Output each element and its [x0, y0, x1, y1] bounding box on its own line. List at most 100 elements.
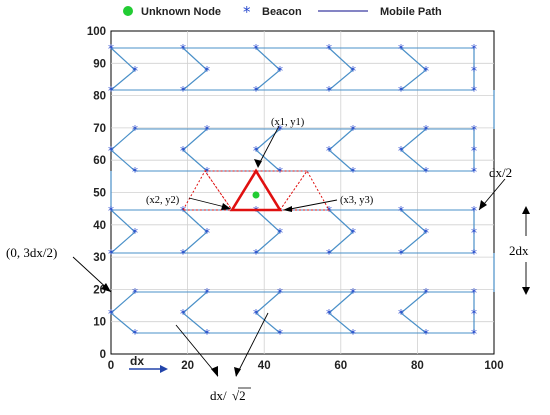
x-tick-label: 60: [334, 360, 347, 372]
beacon-marker: *: [423, 165, 429, 179]
beacon-marker: *: [471, 226, 477, 240]
y-tick-label: 90: [93, 58, 106, 70]
beacon-marker: *: [204, 123, 210, 137]
beacon-marker: *: [398, 84, 404, 98]
x-tick-label: 20: [181, 360, 194, 372]
beacon-marker: *: [132, 286, 138, 300]
beacon-marker: *: [471, 123, 477, 137]
dx-label: dx: [130, 354, 144, 368]
beacon-marker: *: [132, 226, 138, 240]
mobile-path-chevron: [255, 209, 281, 254]
beacon-marker: *: [350, 64, 356, 78]
svg-text:dx/: dx/: [210, 388, 227, 403]
beacon-marker: *: [471, 165, 477, 179]
point-1-label: (x1, y1): [271, 117, 305, 128]
legend-beacon: Beacon: [262, 6, 302, 18]
beacon-marker: *: [204, 327, 210, 341]
beacon-marker: *: [326, 247, 332, 261]
y-tick-label: 0: [100, 349, 106, 361]
y-tick-label: 30: [93, 252, 106, 264]
beacon-marker: *: [204, 286, 210, 300]
beacon-marker: *: [132, 64, 138, 78]
mobile-path-chevron: [255, 128, 281, 172]
point-3-label: (x3, y3): [340, 195, 374, 206]
beacon-marker: *: [471, 327, 477, 341]
beacon-marker: *: [108, 84, 114, 98]
beacon-marker: *: [132, 123, 138, 137]
beacon-marker: *: [471, 64, 477, 78]
beacons: * * * * * * * * * * * * * * * * * * * * * * * * * * * * * * * * * * * * * * * *…: [108, 42, 477, 341]
beacon-marker: *: [277, 226, 283, 240]
localization-region: [182, 168, 330, 212]
mobile-path-chevron: [400, 47, 427, 91]
mobile-path-chevron: [328, 47, 354, 91]
beacon-marker: *: [277, 123, 283, 137]
beacon-marker: *: [253, 84, 259, 98]
beacon-legend-icon: *: [243, 3, 251, 21]
mobile-paths: [110, 47, 495, 334]
beacon-marker: *: [471, 144, 477, 158]
beacon-marker: *: [326, 84, 332, 98]
beacon-marker: *: [350, 165, 356, 179]
beacon-marker: *: [277, 165, 283, 179]
beacon-marker: *: [277, 327, 283, 341]
beacon-marker: *: [398, 204, 404, 218]
beacon-marker: *: [180, 42, 186, 56]
grid: [111, 31, 494, 354]
beacon-marker: *: [398, 247, 404, 261]
beacon-marker: *: [180, 144, 186, 158]
beacon-marker: *: [253, 42, 259, 56]
beacon-marker: *: [398, 42, 404, 56]
beacon-marker: *: [108, 204, 114, 218]
x-tick-label: 80: [411, 360, 424, 372]
beacon-marker: *: [423, 123, 429, 137]
beacon-marker: *: [253, 247, 259, 261]
y-tick-label: 40: [93, 220, 106, 232]
beacon-marker: *: [350, 226, 356, 240]
y-tick-label: 80: [93, 91, 106, 103]
svg-text:√2: √2: [232, 388, 246, 403]
beacon-marker: *: [204, 226, 210, 240]
mobile-path-chevron: [328, 209, 354, 254]
beacon-marker: *: [253, 144, 259, 158]
beacon-marker: *: [471, 247, 477, 261]
mobile-path-chevron: [182, 128, 208, 172]
half-dx-label: dx/2: [489, 165, 512, 180]
y-tick-label: 70: [93, 123, 106, 135]
y-tick-label: 10: [93, 317, 106, 329]
arrow-heads: [101, 159, 530, 377]
annotation-arrows: [72, 125, 527, 377]
legend-mobile-path: Mobile Path: [380, 6, 442, 18]
mobile-path-chevron: [110, 291, 136, 334]
beacon-marker: *: [350, 123, 356, 137]
beacon-marker: *: [277, 64, 283, 78]
selected-triangle: [229, 168, 283, 212]
unknown-node-legend-icon: [123, 6, 133, 16]
beacon-marker: *: [253, 307, 259, 321]
beacon-marker: *: [398, 307, 404, 321]
mobile-path-chevron: [110, 128, 136, 172]
mobile-path-chevron: [255, 47, 281, 91]
x-tick-label: 0: [108, 360, 114, 372]
beacon-marker: *: [423, 286, 429, 300]
legend-unknown-node: Unknown Node: [141, 6, 221, 18]
y-tick-label: 50: [93, 188, 106, 200]
beacon-marker: *: [277, 286, 283, 300]
beacon-marker: *: [471, 42, 477, 56]
legend: Unknown Node * Beacon Mobile Path: [123, 3, 442, 21]
x-tick-label: 40: [258, 360, 271, 372]
mobile-path-chevron: [400, 291, 427, 334]
beacon-marker: *: [108, 247, 114, 261]
beacon-marker: *: [180, 307, 186, 321]
beacon-marker: *: [423, 226, 429, 240]
beacon-marker: *: [204, 165, 210, 179]
mobile-path-chevron: [110, 47, 136, 91]
mobile-path-chevron: [182, 47, 208, 91]
beacon-marker: *: [326, 307, 332, 321]
beacon-marker: *: [423, 327, 429, 341]
mobile-path-chevron: [328, 291, 354, 334]
mobile-path-chevron: [182, 291, 208, 334]
beacon-marker: *: [132, 165, 138, 179]
mobile-path-chevron: [255, 291, 281, 334]
